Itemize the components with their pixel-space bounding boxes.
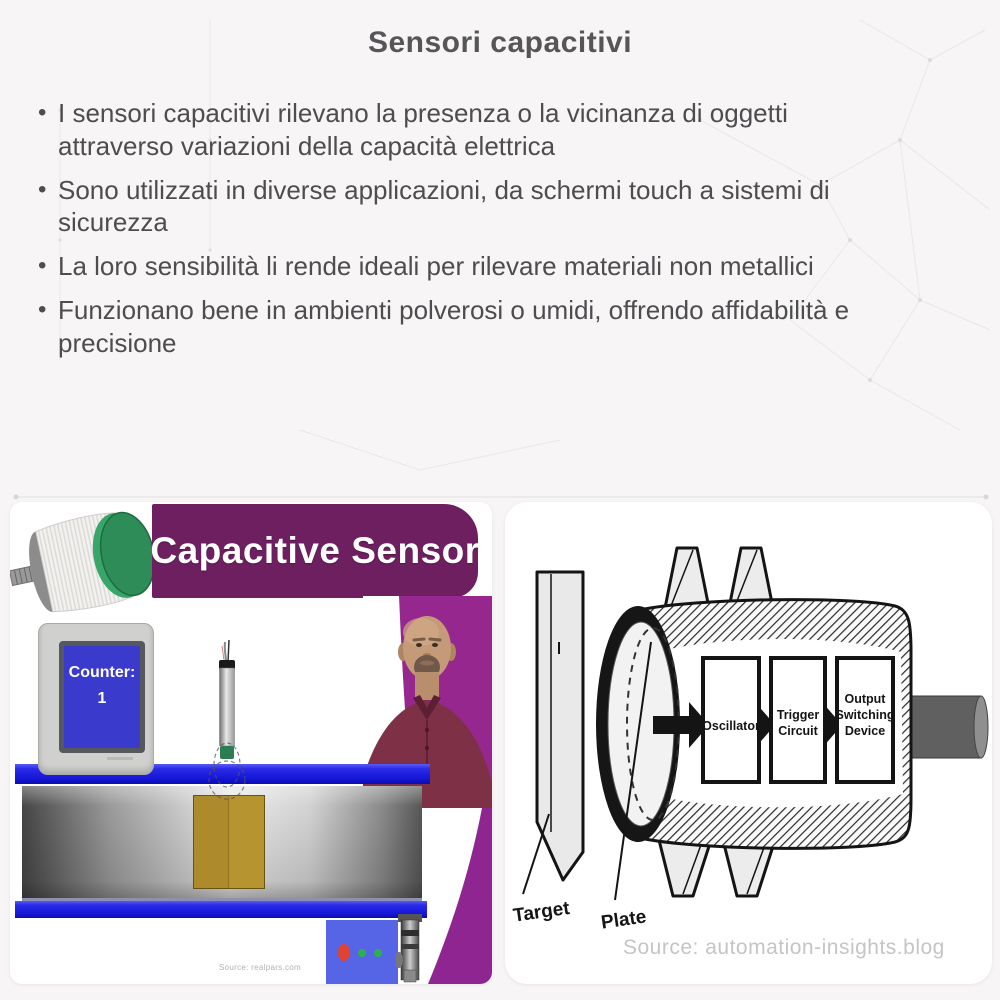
plate-label: Plate — [600, 906, 648, 933]
banner: Capacitive Sensor — [150, 504, 480, 598]
bullet-text: Funzionano bene in ambienti polverosi o … — [58, 294, 850, 358]
threaded-connector — [10, 564, 39, 587]
sensor-front-face — [596, 606, 680, 842]
right-figure-sensor-diagram: Oscillator Trigger Circuit Output Switch… — [505, 502, 992, 984]
purple-swoosh — [428, 808, 492, 984]
oscillator-box — [701, 656, 761, 784]
counter-display: Counter: 1 — [38, 623, 154, 775]
mounted-sensor-cylinder — [396, 914, 422, 983]
bullet-item: • Funzionano bene in ambienti polverosi … — [38, 294, 874, 360]
bullet-marker: • — [38, 175, 47, 203]
trigger-circuit-box — [769, 656, 827, 784]
hmi-brand-mark — [107, 757, 133, 760]
red-led — [338, 944, 350, 961]
target-label: Target — [512, 898, 572, 927]
bullet-text: Sono utilizzati in diverse applicazioni,… — [58, 174, 830, 238]
green-led — [358, 949, 366, 957]
indicator-panel — [326, 920, 398, 984]
diagram-watermark: Source: automation-insights.blog — [623, 936, 945, 959]
page-title: Sensori capacitivi — [367, 26, 633, 59]
probe-wire — [223, 641, 227, 663]
source-caption: Source: realpars.com — [218, 963, 302, 972]
output-label-line1: Output — [845, 692, 887, 706]
target-plate — [535, 570, 585, 882]
bullet-marker: • — [38, 99, 47, 126]
collar — [413, 695, 441, 720]
conveyor-bottom-rail — [15, 901, 427, 918]
bullet-marker: • — [38, 252, 47, 279]
leader-lines — [522, 641, 652, 901]
trigger-label-line2: Circuit — [778, 724, 818, 738]
counter-label: Counter: — [68, 664, 136, 681]
bullet-text: I sensori capacitivi rilevano la presenz… — [58, 98, 788, 161]
circuit-boxes — [701, 656, 895, 784]
bullet-item: • La loro sensibilità li rende ideali pe… — [38, 250, 874, 283]
bullet-item: • I sensori capacitivi rilevano la prese… — [38, 97, 874, 163]
output-label-line3: Device — [845, 724, 885, 738]
probe-tip-green — [220, 746, 234, 759]
left-figure-capacitive-sensor-thumbnail: Capacitive Sensor — [10, 502, 492, 984]
gold-crate — [193, 795, 265, 889]
bullet-marker: • — [38, 295, 47, 323]
green-led — [374, 949, 382, 957]
output-cable — [908, 695, 989, 759]
counter-screen: Counter: 1 — [59, 641, 145, 753]
probe-sensor — [208, 640, 246, 800]
probe-body — [219, 667, 235, 747]
bullet-list: • I sensori capacitivi rilevano la prese… — [38, 97, 874, 370]
banner-title: Capacitive Sensor — [150, 530, 480, 571]
capacitive-sensor-product-photo — [10, 511, 156, 613]
bullet-text: La loro sensibilità li rende ideali per … — [58, 251, 814, 281]
bullet-item: • Sono utilizzati in diverse applicazion… — [38, 174, 874, 240]
counter-value: 1 — [97, 690, 107, 707]
neck — [415, 672, 439, 700]
trigger-label-line1: Trigger — [777, 708, 820, 722]
output-switching-box — [835, 656, 895, 784]
probe-cap — [219, 660, 235, 670]
oscillator-label: Oscillator — [702, 719, 760, 733]
output-label-line2: Switching — [835, 708, 894, 722]
sensing-field — [208, 742, 246, 800]
